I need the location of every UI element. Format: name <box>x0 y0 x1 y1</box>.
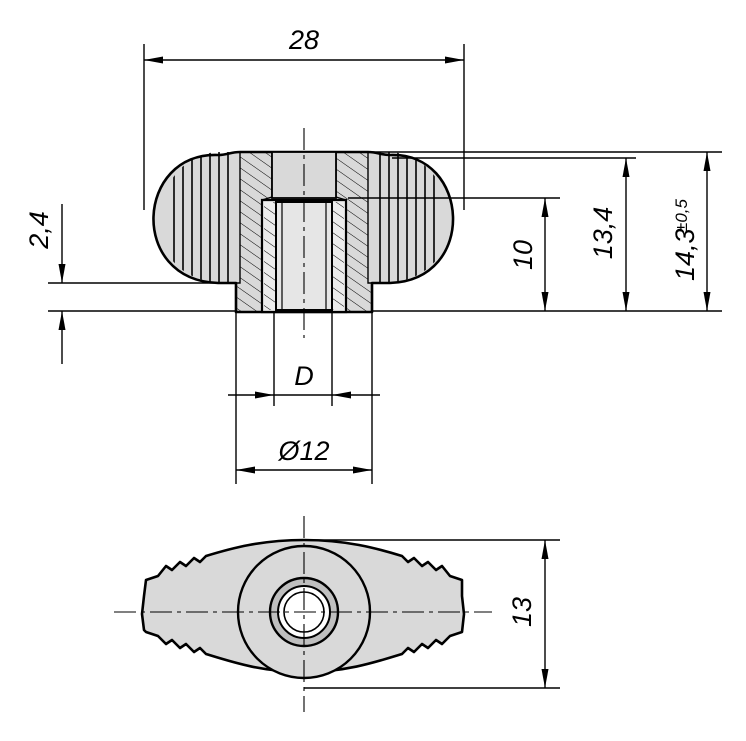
dimension-d: D <box>228 312 380 406</box>
dimension-13-4-label: 13,4 <box>588 207 618 260</box>
dimension-13-label: 13 <box>507 597 537 627</box>
dimension-2-4-label: 2,4 <box>24 211 54 250</box>
dimension-13: 13 <box>304 539 560 689</box>
dimension-14-3-label: 14,3 <box>670 228 700 281</box>
insert-left-hatch <box>264 202 276 310</box>
right-grip-grooves <box>379 151 435 283</box>
top-view: 13 <box>114 516 560 712</box>
dimension-10: 10 <box>508 198 549 311</box>
dimension-diameter-12: Ø12 <box>235 312 373 484</box>
dimension-diameter-12-label: Ø12 <box>277 436 329 466</box>
dimension-13-4: 13,4 <box>588 158 630 311</box>
dimension-28-label: 28 <box>288 25 319 55</box>
side-view: 28 10 13,4 14,3 ±0,5 <box>24 25 722 484</box>
dimension-28: 28 <box>143 25 465 210</box>
insert-right-hatch <box>332 202 344 310</box>
dimension-14-3-tolerance: ±0,5 <box>672 198 691 232</box>
dimension-14-3: 14,3 ±0,5 <box>670 152 711 311</box>
dimension-10-label: 10 <box>508 240 538 270</box>
dimension-2-4: 2,4 <box>24 204 236 364</box>
dimension-d-label: D <box>294 361 314 391</box>
